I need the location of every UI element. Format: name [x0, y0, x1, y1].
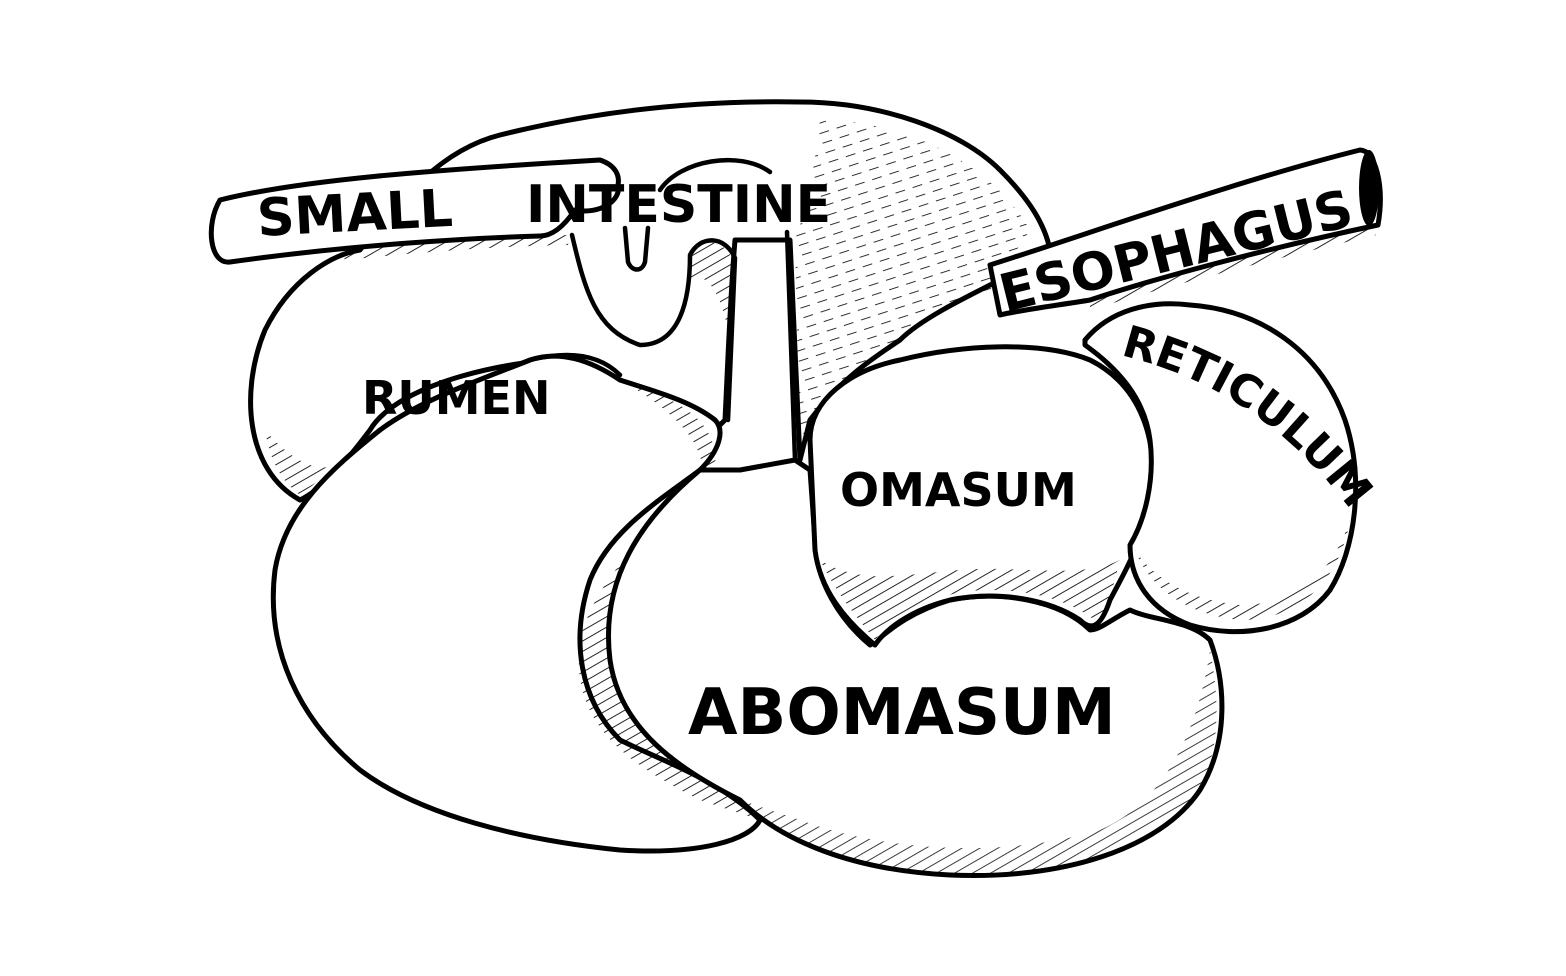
label-rumen: RUMEN	[362, 371, 550, 425]
label-intestine: INTESTINE	[526, 175, 831, 235]
division-line	[784, 229, 798, 463]
reticulum-hatch	[1135, 520, 1350, 620]
esophagus-opening	[1359, 150, 1379, 226]
small-intestine-hatch	[340, 235, 570, 260]
intestine-stub	[622, 225, 651, 272]
omasum-hatch	[820, 560, 1120, 640]
intestine-loop	[569, 232, 738, 423]
reticulum-shape	[1082, 301, 1359, 635]
rumen-inner-edge	[527, 352, 623, 378]
rumen-lower-hatch	[578, 380, 760, 820]
omasum-shape	[807, 344, 1155, 648]
intestine-loop-hatch	[690, 242, 732, 330]
rumen-left-hatch	[265, 430, 380, 495]
intestine-arch	[657, 157, 773, 193]
label-abomasum: ABOMASUM	[688, 676, 1116, 750]
rumen-shading	[795, 120, 1030, 450]
label-small: SMALL	[256, 179, 455, 249]
esophagus-hatch	[1090, 225, 1376, 310]
label-omasum: OMASUM	[840, 463, 1077, 517]
esophagus-shape	[987, 147, 1383, 318]
